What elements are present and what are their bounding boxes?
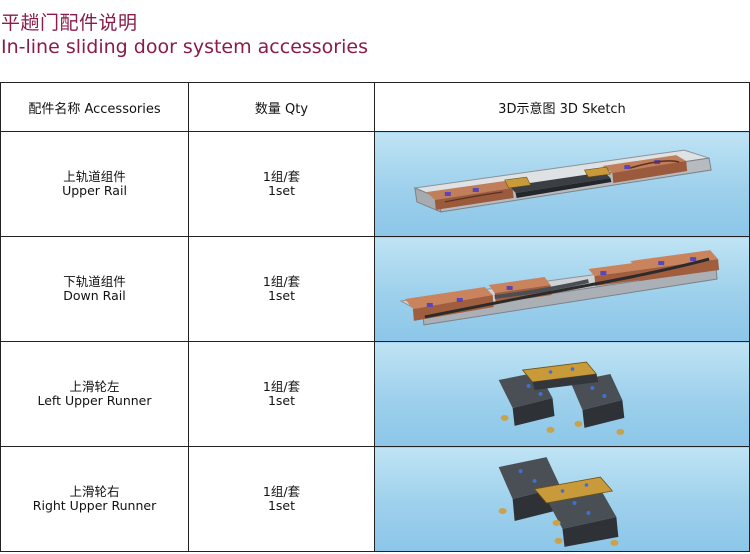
qty-cn: 1组/套 xyxy=(262,484,301,499)
qty-en: 1set xyxy=(267,498,296,513)
name-cn: 下轨道组件 xyxy=(63,274,126,289)
left-upper-runner-sketch xyxy=(374,341,750,447)
qty-cell: 1组/套 1set xyxy=(188,341,375,447)
down-rail-sketch xyxy=(374,236,750,342)
header-sketch: 3D示意图 3D Sketch xyxy=(374,82,750,132)
table-row: 上滑轮左 Left Upper Runner 1组/套 1set xyxy=(0,341,750,447)
left-upper-runner-image xyxy=(498,361,625,435)
qty-cn: 1组/套 xyxy=(262,274,301,289)
table-row: 上滑轮右 Right Upper Runner 1组/套 1set xyxy=(0,446,750,552)
qty-cell: 1组/套 1set xyxy=(188,446,375,552)
qty-cn: 1组/套 xyxy=(262,379,301,394)
name-cn: 上滑轮右 xyxy=(69,484,120,499)
qty-cell: 1组/套 1set xyxy=(188,236,375,342)
qty-en: 1set xyxy=(267,393,296,408)
right-upper-runner-sketch xyxy=(374,446,750,552)
name-cn: 上滑轮左 xyxy=(69,379,120,394)
table-row: 下轨道组件 Down Rail 1组/套 1set xyxy=(0,236,750,342)
qty-cn: 1组/套 xyxy=(262,169,301,184)
upper-rail-sketch xyxy=(374,131,750,237)
name-cell: 下轨道组件 Down Rail xyxy=(0,236,189,342)
upper-rail-image xyxy=(413,149,712,213)
name-cell: 上滑轮左 Left Upper Runner xyxy=(0,341,189,447)
table-row: 上轨道组件 Upper Rail 1组/套 1set xyxy=(0,131,750,237)
qty-cell: 1组/套 1set xyxy=(188,131,375,237)
name-cn: 上轨道组件 xyxy=(63,169,126,184)
page-title-chinese: 平趟门配件说明 xyxy=(1,12,138,34)
right-upper-runner-image xyxy=(498,457,619,547)
name-cell: 上轨道组件 Upper Rail xyxy=(0,131,189,237)
table-header-row: 配件名称 Accessories 数量 Qty 3D示意图 3D Sketch xyxy=(0,82,750,132)
header-qty: 数量 Qty xyxy=(188,82,375,132)
header-accessories: 配件名称 Accessories xyxy=(0,82,189,132)
name-en: Left Upper Runner xyxy=(37,393,152,408)
name-en: Down Rail xyxy=(63,288,126,303)
qty-en: 1set xyxy=(267,183,296,198)
down-rail-image xyxy=(399,250,720,326)
accessories-table: 配件名称 Accessories 数量 Qty 3D示意图 3D Sketch … xyxy=(0,82,750,552)
page-title-english: In-line sliding door system accessories xyxy=(1,36,368,58)
name-en: Upper Rail xyxy=(62,183,127,198)
qty-en: 1set xyxy=(267,288,296,303)
name-en: Right Upper Runner xyxy=(32,498,157,513)
name-cell: 上滑轮右 Right Upper Runner xyxy=(0,446,189,552)
